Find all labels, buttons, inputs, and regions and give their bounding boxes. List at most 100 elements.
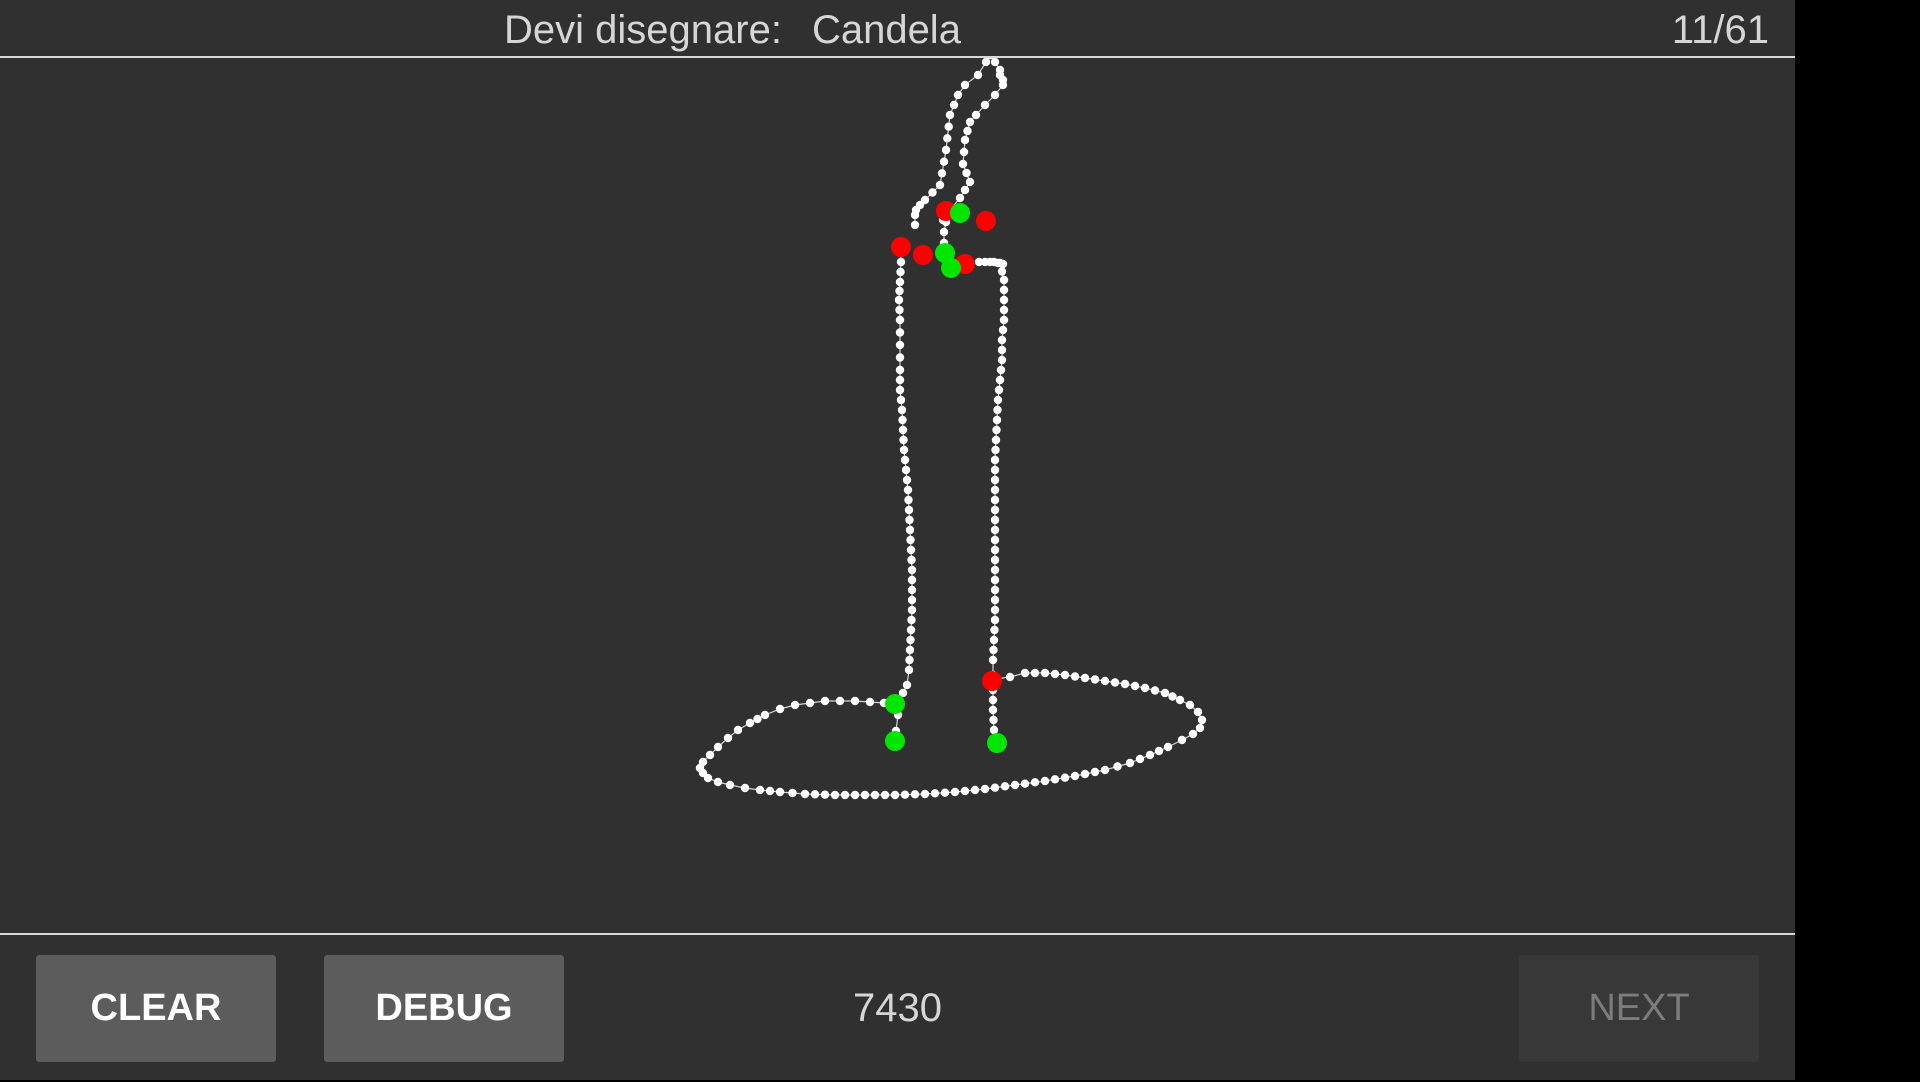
sketch-point [989,715,998,725]
sketch-point [999,275,1009,285]
sketch-point [775,787,785,797]
sketch-point [995,65,1005,75]
sketch-point [999,315,1009,325]
sketch-point [990,605,1000,615]
sketch-point [896,395,906,405]
sketch-point [960,135,970,145]
sketch-point [1193,707,1203,717]
sketch-point [907,585,917,595]
stroke-end-marker [976,211,996,231]
sketch-point [990,565,1000,575]
score-display: 7430 [853,986,942,1030]
sketch-point [990,455,1000,465]
sketch-point [898,425,908,435]
sketch-point [895,365,905,375]
sketch-point [898,688,908,698]
header-bar: Devi disegnare:Candela 11/61 [0,0,1795,58]
sketch-point [990,575,1000,585]
sketch-point [990,555,1000,565]
sketch-point [896,267,905,277]
debug-button[interactable]: DEBUG [324,955,564,1062]
sketch-point [973,70,983,80]
stroke-start-marker [941,258,961,278]
sketch-point [907,575,917,585]
sketch-point [988,655,998,665]
sketch-point [907,555,916,565]
sketch-point [880,790,890,800]
sketch-point [740,783,750,793]
sketch-point [907,615,916,625]
clear-button[interactable]: CLEAR [36,955,276,1062]
sketch-point [890,790,900,800]
sketch-point [906,625,916,635]
sketch-point [928,188,937,197]
sketch-point [990,465,1000,475]
sketch-point [733,725,743,735]
sketch-point [894,295,904,305]
sketch-point [790,700,800,710]
sketch-point [1070,672,1080,681]
sketch-point [1040,776,1050,786]
sketch-point [895,353,905,362]
sketch-point [990,535,1000,545]
sketch-stroke-line [699,672,1203,796]
sketch-point [1160,688,1170,698]
sketch-point [963,126,972,136]
sketch-point [958,159,968,169]
sketch-point [992,425,1001,435]
sketch-point [990,615,1000,625]
sketch-point [990,625,999,635]
sketch-point [1010,780,1020,790]
drawing-canvas[interactable] [0,58,1795,933]
sketch-point [753,714,762,724]
sketch-point [1100,676,1110,686]
sketch-point [970,785,980,795]
next-button[interactable]: NEXT [1519,955,1759,1062]
sketch-point [800,789,810,799]
sketch-point [907,595,917,605]
sketch-point [949,100,959,110]
sketch-point [1120,679,1130,689]
sketch-point [1125,758,1135,768]
sketch-point [989,645,998,655]
sketch-point [990,485,1000,495]
sketch-point [1050,669,1060,679]
sketch-point [810,790,820,799]
sketch-point [899,445,909,455]
sketch-point [997,335,1007,345]
sketch-point [895,286,904,296]
sketch-point [705,750,715,760]
stroke-end-marker [891,237,911,257]
sketch-point [1090,675,1100,684]
sketch-point [850,790,860,800]
prompt-label: Devi disegnare: [504,8,782,52]
sketch-point [999,305,1009,315]
sketch-point [835,696,845,706]
sketch-point [990,475,1000,485]
stroke-end-marker [982,671,1002,691]
stroke-start-marker [950,203,970,223]
sketch-point [980,100,990,110]
sketch-point [990,595,1000,605]
sketch-point [1168,692,1177,701]
sketch-point [895,340,905,350]
sketch-point [1000,782,1010,791]
sketch-point [910,220,920,230]
sketch-point [903,485,913,495]
sketch-point [1140,683,1150,693]
sketch-point [1040,668,1050,678]
sketch-point [1185,700,1195,710]
sketch-point [897,405,907,415]
sketch-point [995,375,1005,385]
sketch-point [999,285,1009,295]
sketch-point [910,790,920,799]
sketch-point [1177,735,1187,745]
sketch-point [805,698,815,708]
sketch-point [981,58,991,67]
sketch-point [860,790,870,800]
sketch-point [910,210,920,220]
sketch-point [939,157,949,166]
sketch-point [996,365,1006,375]
sketch-point [939,227,949,237]
sketch-point [1030,668,1040,678]
